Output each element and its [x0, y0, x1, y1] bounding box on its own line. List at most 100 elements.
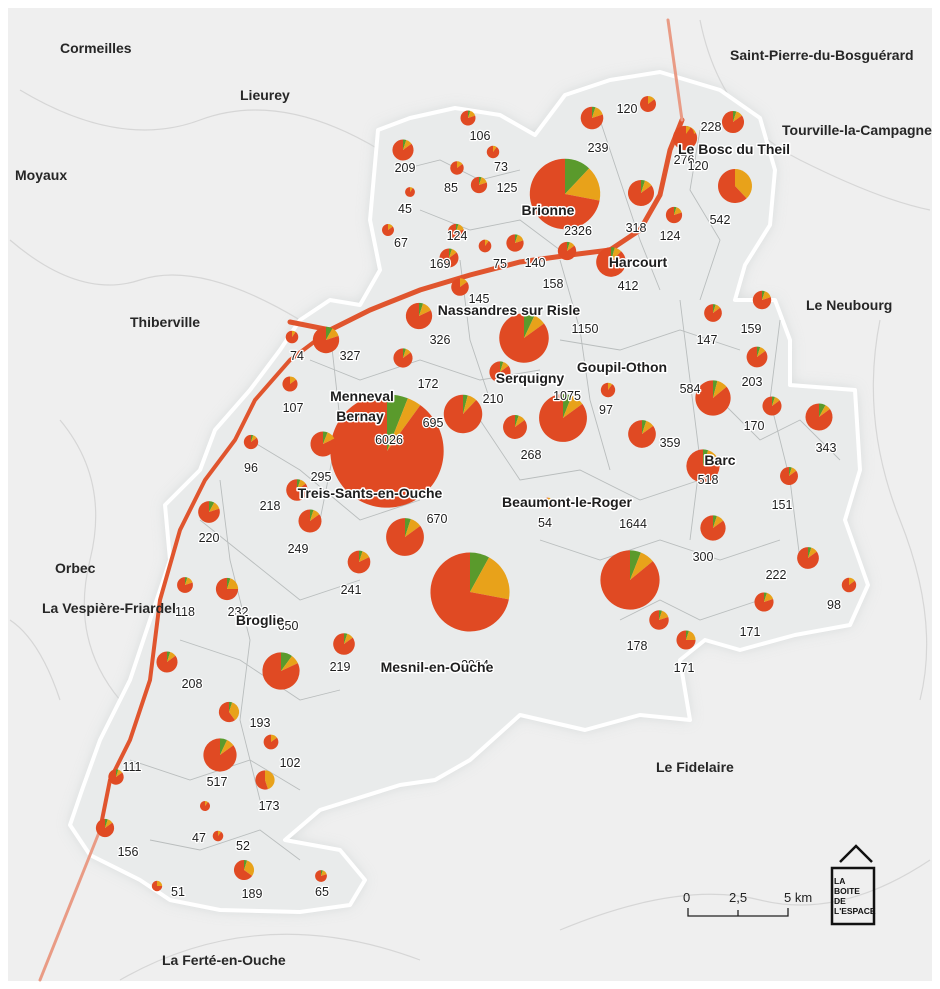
pie-slice — [592, 106, 596, 118]
commune-value-label: 670 — [427, 512, 448, 526]
commune-name-label: Barc — [704, 452, 735, 468]
pie-slice — [347, 550, 371, 574]
pie-slice — [499, 313, 549, 363]
commune-pie — [686, 449, 720, 483]
pie-slice — [642, 420, 654, 434]
logo: LA BOITE DE L'ESPACE — [830, 844, 876, 926]
commune-value-label: 178 — [627, 639, 648, 653]
pie-slice — [529, 158, 600, 230]
commune-value-label: 106 — [470, 129, 491, 143]
commune-pie — [405, 187, 415, 197]
pie-slice — [695, 380, 731, 416]
pie-slice — [641, 180, 652, 193]
logo-roof-icon — [839, 844, 873, 863]
pie-slice — [167, 651, 176, 662]
pie-slice — [386, 518, 424, 556]
pie-slice — [808, 547, 817, 558]
pie-slice — [95, 818, 115, 838]
scale-tick-label: 2,5 — [729, 890, 747, 905]
commune-pie — [347, 550, 371, 574]
pie-slice — [762, 291, 771, 300]
commune-pie — [262, 652, 300, 690]
commune-value-label: 193 — [250, 716, 271, 730]
commune-value-label: 96 — [244, 461, 258, 475]
commune-name-label: Bernay — [336, 408, 384, 424]
pie-slice — [203, 738, 237, 772]
pie-slice — [344, 633, 353, 644]
pie-slice — [493, 145, 497, 152]
pie-slice — [713, 380, 727, 398]
pie-slice — [489, 361, 511, 383]
pie-slice — [713, 304, 716, 313]
commune-pie — [386, 518, 424, 556]
commune-pie — [700, 515, 726, 541]
main-road — [287, 117, 685, 333]
commune-value-label: 73 — [494, 160, 508, 174]
pie-slice — [450, 161, 464, 175]
pie-slice — [470, 176, 488, 194]
commune-value-label: 232 — [228, 605, 249, 619]
pie-slice — [686, 630, 689, 640]
outside-roads — [9, 19, 931, 981]
pie-slice — [479, 177, 487, 185]
commune-value-label: 218 — [260, 499, 281, 513]
scale-line — [687, 908, 789, 917]
commune-value-label: 268 — [521, 448, 542, 462]
pie-slice — [393, 348, 413, 368]
pie-slice — [524, 315, 545, 338]
pie-slice — [282, 376, 298, 392]
commune-value-label: 518 — [698, 473, 719, 487]
pie-slice — [700, 515, 726, 541]
pie-slice — [419, 302, 424, 316]
pie-slice — [600, 382, 616, 398]
pie-slice — [218, 701, 235, 723]
outside-label: Saint-Pierre-du-Bosguérard — [730, 47, 914, 63]
commune-value-label: 74 — [290, 349, 304, 363]
pie-slice — [630, 552, 653, 580]
commune-name-label: Broglie — [236, 612, 284, 628]
pie-slice — [419, 303, 431, 316]
commune-value-label: 327 — [340, 349, 361, 363]
pie-slice — [323, 432, 335, 444]
pie-slice — [713, 515, 717, 528]
pie-slice — [359, 550, 363, 562]
commune-value-label: 97 — [599, 403, 613, 417]
outside-label: La Vespière-Friardel — [42, 600, 176, 616]
outside-label: Tourville-la-Campagne — [782, 122, 932, 138]
commune-name-label: Nassandres sur Risle — [438, 302, 581, 318]
pie-slice — [468, 110, 476, 118]
commune-value-label: 52 — [236, 839, 250, 853]
pie-slice — [167, 651, 171, 662]
outside-label: Cormeilles — [60, 40, 132, 56]
pie-slice — [251, 435, 257, 442]
pie-slice — [524, 313, 535, 338]
commune-value-label: 203 — [742, 375, 763, 389]
commune-value-label: 111 — [122, 760, 141, 774]
pie-slice — [227, 578, 239, 589]
commune-pie — [333, 633, 355, 655]
pie-slice — [805, 403, 833, 431]
pie-slice — [451, 278, 469, 296]
pie-slice — [789, 467, 792, 476]
territory-area — [68, 70, 870, 914]
pie-slice — [470, 557, 510, 600]
commune-pie — [627, 179, 655, 207]
commune-value-label: 140 — [525, 256, 546, 270]
pie-slice — [600, 550, 660, 610]
outside-label: Thiberville — [130, 314, 200, 330]
pie-slice — [764, 592, 767, 602]
commune-pie — [286, 479, 308, 501]
pie-slice — [209, 502, 220, 512]
commune-pie — [676, 630, 696, 650]
pie-slice — [310, 509, 314, 521]
commune-pie — [199, 800, 211, 812]
pie-slice — [686, 449, 720, 483]
commune-pie — [177, 577, 193, 593]
commune-value-label: 249 — [288, 542, 309, 556]
pie-slice — [382, 224, 394, 236]
pie-slice — [703, 449, 709, 466]
commune-pie — [95, 818, 115, 838]
pie-slice — [116, 769, 123, 777]
pie-slice — [157, 880, 163, 886]
pie-slice — [630, 550, 641, 580]
